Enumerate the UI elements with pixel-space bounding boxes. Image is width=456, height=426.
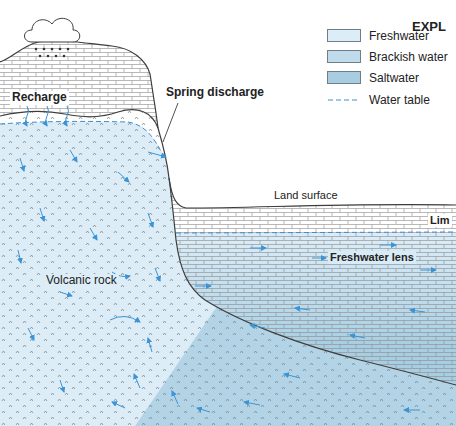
unit-label: Volcanic rock — [44, 274, 119, 288]
feature-label: Spring discharge — [164, 86, 266, 100]
legend-swatch — [327, 50, 361, 63]
rain-cloud — [25, 18, 80, 57]
legend-text: Freshwater — [369, 28, 429, 44]
legend-text: Brackish water — [369, 49, 448, 65]
leader-line — [163, 103, 178, 142]
legend-swatch — [327, 71, 361, 84]
legend-line-sample — [327, 93, 361, 106]
legend-item: Brackish water — [327, 49, 455, 65]
flow-arrow — [18, 106, 436, 412]
geologic-contacts — [0, 41, 456, 385]
legend-item: Water table — [327, 92, 455, 108]
volcanic-rock-body — [0, 110, 456, 426]
legend-swatch — [327, 29, 361, 42]
legend-text: Water table — [369, 92, 430, 108]
lower-limestone — [160, 178, 456, 426]
legend-text: Saltwater — [369, 70, 419, 86]
unit-label: Lim — [428, 214, 452, 227]
dashed-line — [328, 99, 360, 100]
water-table-line — [0, 121, 456, 233]
zone-label: Freshwater lens — [328, 251, 416, 264]
surface-label: Land surface — [272, 189, 340, 202]
legend-item: Saltwater — [327, 70, 455, 86]
process-label: Recharge — [10, 91, 69, 105]
legend-item: Freshwater — [327, 28, 455, 44]
